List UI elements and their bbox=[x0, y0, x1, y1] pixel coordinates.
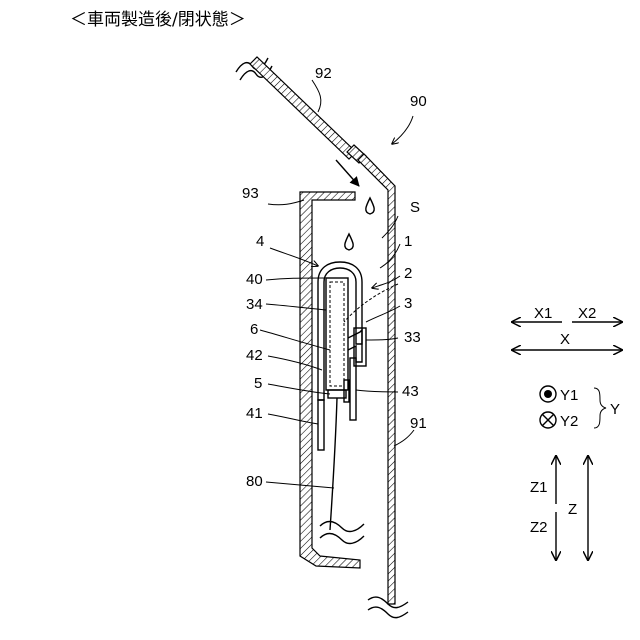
legend-z2: Z2 bbox=[530, 519, 548, 536]
water-drop-icon bbox=[366, 198, 374, 214]
legend-y2: Y2 bbox=[560, 413, 578, 430]
label-2: 2 bbox=[404, 265, 412, 282]
sensor-5 bbox=[328, 390, 346, 398]
legend-x2: X2 bbox=[578, 305, 596, 322]
element-6 bbox=[330, 282, 344, 386]
bottom-break-93 bbox=[320, 522, 364, 532]
y-brace bbox=[594, 388, 606, 428]
figure-title: ＜車両製造後/閉状態＞ bbox=[70, 10, 246, 30]
bottom-break-93-2 bbox=[320, 534, 364, 544]
label-93: 93 bbox=[242, 185, 259, 202]
label-80: 80 bbox=[246, 473, 263, 490]
legend-x1: X1 bbox=[534, 305, 552, 322]
label-3: 3 bbox=[404, 295, 412, 312]
leg-41 bbox=[318, 400, 324, 450]
label-4: 4 bbox=[256, 233, 264, 250]
label-34: 34 bbox=[246, 296, 263, 313]
label-41: 41 bbox=[246, 405, 263, 422]
dot bbox=[544, 390, 552, 398]
water-flow-arrow bbox=[336, 160, 359, 186]
cable-80 bbox=[330, 398, 337, 530]
legend-y: Y bbox=[610, 401, 620, 418]
cover-33 bbox=[348, 330, 362, 362]
axis-legend-x: X1 X2 X bbox=[512, 305, 622, 350]
legend-x: X bbox=[560, 331, 570, 348]
label-42: 42 bbox=[246, 347, 263, 364]
axis-legend-y: Y1 Y2 Y bbox=[540, 386, 620, 430]
water-drop-icon bbox=[345, 234, 353, 250]
label-S: S bbox=[410, 199, 420, 216]
label-40: 40 bbox=[246, 271, 263, 288]
label-92: 92 bbox=[315, 65, 332, 82]
label-1: 1 bbox=[404, 233, 412, 250]
label-91: 91 bbox=[410, 415, 427, 432]
legend-z: Z bbox=[568, 501, 577, 518]
element-34 bbox=[326, 278, 348, 390]
legend-z1: Z1 bbox=[530, 479, 548, 496]
legend-y1: Y1 bbox=[560, 387, 578, 404]
label-6: 6 bbox=[250, 321, 258, 338]
label-43: 43 bbox=[402, 383, 419, 400]
label-33: 33 bbox=[404, 329, 421, 346]
axis-legend-z: Z1 Z2 Z bbox=[530, 456, 588, 560]
leg-43 bbox=[350, 358, 356, 420]
panel-92 bbox=[250, 57, 356, 159]
bottom-break-91-2 bbox=[368, 607, 408, 618]
label-90: 90 bbox=[410, 93, 427, 110]
label-5: 5 bbox=[254, 375, 262, 392]
